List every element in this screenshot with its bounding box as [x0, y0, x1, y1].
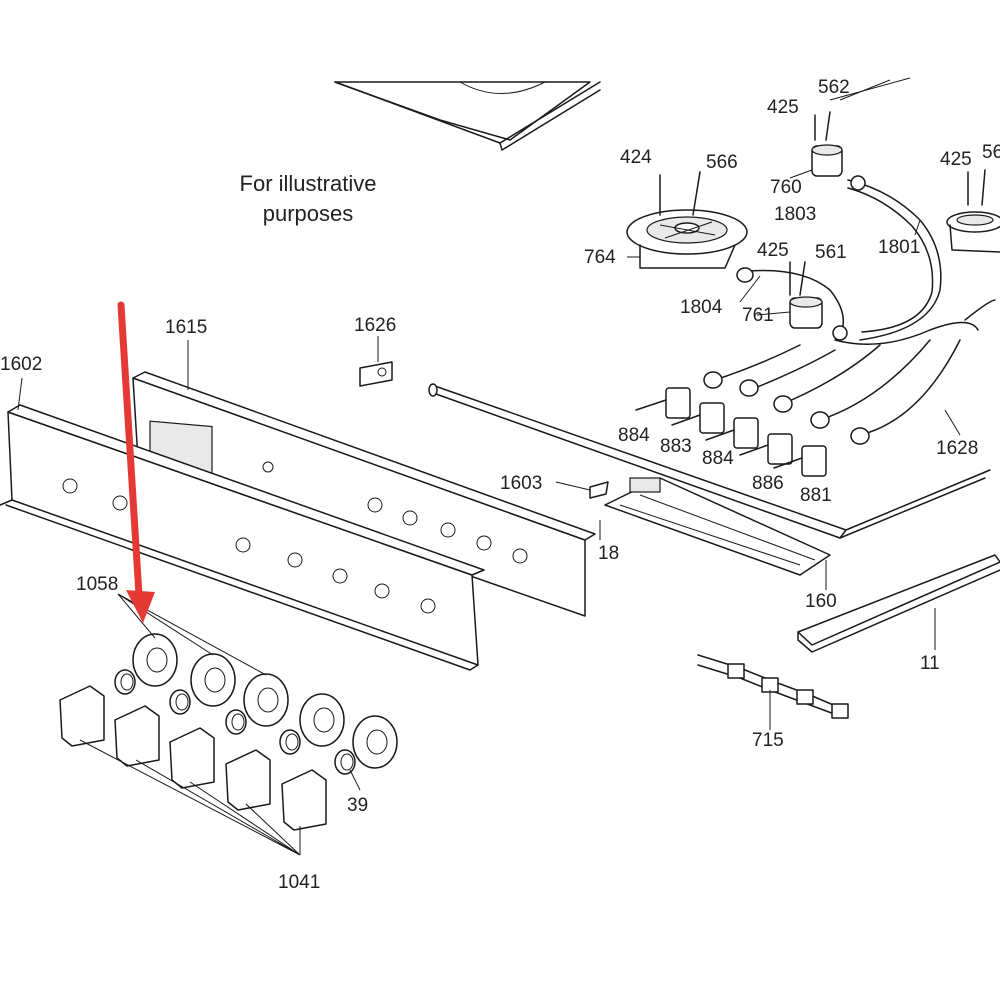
label-884: 884	[702, 448, 734, 469]
panel-1615	[132, 371, 596, 617]
label-18: 18	[598, 543, 619, 564]
label-39: 39	[347, 795, 368, 816]
label-1058: 1058	[76, 574, 118, 595]
springs-39	[114, 669, 356, 775]
label-1602: 1602	[0, 354, 42, 375]
label-562: 562	[818, 77, 850, 98]
cooktop-top	[334, 81, 601, 151]
electrodes	[659, 111, 986, 296]
label-56: 56	[982, 142, 1000, 163]
label-715: 715	[752, 730, 784, 751]
strip-11	[797, 554, 1000, 653]
clip-1603	[589, 481, 609, 499]
label-764: 764	[584, 247, 616, 268]
label-761: 761	[742, 305, 774, 326]
tube-fittings	[703, 175, 870, 445]
label-1801: 1801	[878, 237, 920, 258]
bracket-1626	[359, 361, 393, 387]
burner-764	[626, 209, 748, 269]
label-1628: 1628	[936, 438, 978, 459]
label-160: 160	[805, 591, 837, 612]
gas-valves	[635, 387, 827, 477]
burner-761	[789, 296, 823, 329]
leader-lines	[17, 77, 961, 856]
label-561: 561	[815, 242, 847, 263]
knobs-1041	[59, 685, 327, 831]
label-1615: 1615	[165, 317, 207, 338]
label-566: 566	[706, 152, 738, 173]
label-886: 886	[752, 473, 784, 494]
harness-715	[697, 654, 849, 719]
manifold-rail-1628	[428, 383, 991, 539]
label-883: 883	[660, 436, 692, 457]
gas-tubes	[714, 179, 996, 436]
burner-right	[946, 211, 1000, 253]
label-881: 881	[800, 485, 832, 506]
label-1803: 1803	[774, 204, 816, 225]
label-425: 425	[767, 97, 799, 118]
label-1626: 1626	[354, 315, 396, 336]
bracket-160	[604, 477, 831, 576]
caption-line2: purposes	[263, 201, 354, 226]
label-884: 884	[618, 425, 650, 446]
red-arrow	[117, 301, 155, 623]
label-424: 424	[620, 147, 652, 168]
label-11: 11	[920, 653, 940, 674]
caption-line1: For illustrative	[240, 171, 377, 196]
label-425: 425	[940, 149, 972, 170]
label-1041: 1041	[278, 872, 320, 893]
label-760: 760	[770, 177, 802, 198]
burner-760	[811, 144, 843, 177]
label-425: 425	[757, 240, 789, 261]
label-1804: 1804	[680, 297, 723, 318]
label-1603: 1603	[500, 473, 542, 494]
bezels-1058	[132, 633, 398, 769]
